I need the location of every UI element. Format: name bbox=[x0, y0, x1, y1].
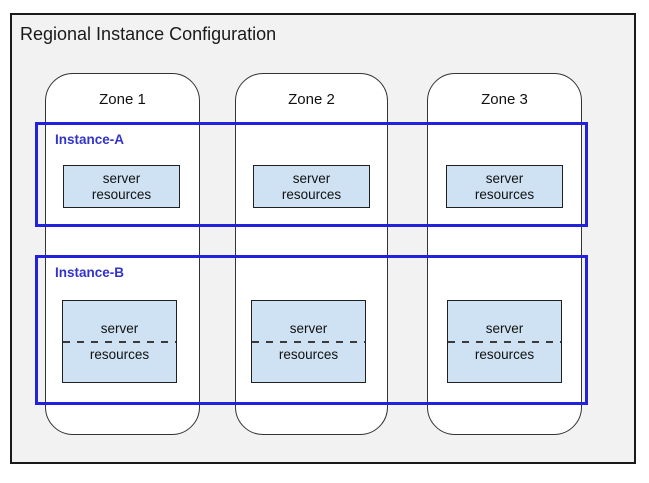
server-box-line2: resources bbox=[89, 346, 150, 362]
instance-a-label: Instance-A bbox=[55, 132, 125, 147]
instance-a-zone-3-server-box: server resources bbox=[446, 165, 563, 208]
dashed-split-divider bbox=[63, 340, 176, 343]
server-box-line1: server bbox=[485, 170, 524, 186]
dashed-split-divider bbox=[448, 340, 561, 343]
instance-b-label: Instance-B bbox=[55, 265, 125, 280]
server-box-line2: resources bbox=[281, 186, 342, 202]
server-box-line2: resources bbox=[278, 346, 339, 362]
server-box-line1: server bbox=[289, 320, 328, 336]
zone-1-label: Zone 1 bbox=[99, 91, 146, 108]
diagram-title: Regional Instance Configuration bbox=[20, 24, 277, 44]
instance-a-zone-2-server-box: server resources bbox=[253, 165, 370, 208]
zone-2-label: Zone 2 bbox=[288, 91, 335, 108]
dashed-split-divider bbox=[252, 340, 365, 343]
instance-a-zone-1-server-box: server resources bbox=[63, 165, 180, 208]
server-box-line2: resources bbox=[474, 346, 535, 362]
instance-b-zone-2-server-box: server resources bbox=[251, 300, 366, 383]
server-box-line1: server bbox=[292, 170, 331, 186]
instance-b-zone-1-server-box: server resources bbox=[62, 300, 177, 383]
instance-b-box: Instance-B bbox=[35, 255, 588, 405]
zone-3-label: Zone 3 bbox=[481, 91, 528, 108]
instance-a-box: Instance-A bbox=[35, 122, 588, 227]
server-box-line1: server bbox=[100, 320, 139, 336]
region-container: Regional Instance Configuration Zone 1 Z… bbox=[10, 13, 636, 464]
server-box-line1: server bbox=[485, 320, 524, 336]
server-box-line1: server bbox=[102, 170, 141, 186]
server-box-line2: resources bbox=[91, 186, 152, 202]
server-box-line2: resources bbox=[474, 186, 535, 202]
instance-b-zone-3-server-box: server resources bbox=[447, 300, 562, 383]
